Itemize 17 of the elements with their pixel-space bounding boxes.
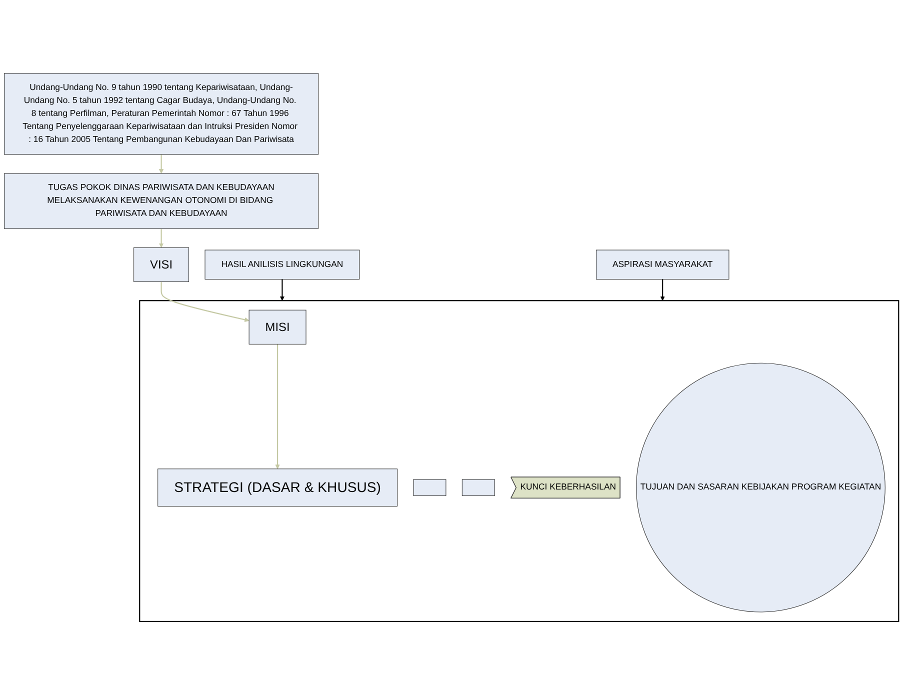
arrow xyxy=(160,282,250,322)
arrow xyxy=(275,344,280,470)
node-box: ASPIRASI MASYARAKAT xyxy=(596,250,730,280)
arrow xyxy=(280,279,285,301)
node-circle: TUJUAN DAN SASARAN KEBIJAKAN PROGRAM KEGIATAN xyxy=(636,362,886,612)
node-box: TUGAS POKOK DINAS PARIWISATA DAN KEBUDAYAAN MELAKSANAKAN KEWENANGAN OTONOMI DI BIDANG PARIWISATA DAN KEBUDAYAAN xyxy=(4,173,318,230)
node-box: HASIL ANILISIS LINGKUNGAN xyxy=(204,250,360,280)
arrow xyxy=(660,279,665,301)
node-box xyxy=(413,479,446,496)
cluster xyxy=(139,300,900,622)
arrow xyxy=(158,228,164,248)
node-box: MISI xyxy=(248,310,306,345)
node-box: STRATEGI (DASAR & KHUSUS) xyxy=(158,468,398,507)
node-box: VISI xyxy=(134,247,190,282)
node-box xyxy=(462,479,495,496)
arrow xyxy=(158,154,164,174)
node-box: Undang-Undang No. 9 tahun 1990 tentang Kepariwisataan, Undang-Undang No. 5 tahun 1992 tentang Cagar Budaya, Undang-Undang No. 8 tentang Perfilman, Peraturan Pemerintah Nomor : 67 Tahun 1996 Tentang Penyelenggaraan Kepariwisataan dan Intruksi Presiden Nomor : 16 Tahun 2005 Tentang Pembangunan Kebudayaan Dan Pariwisata xyxy=(4,73,318,155)
